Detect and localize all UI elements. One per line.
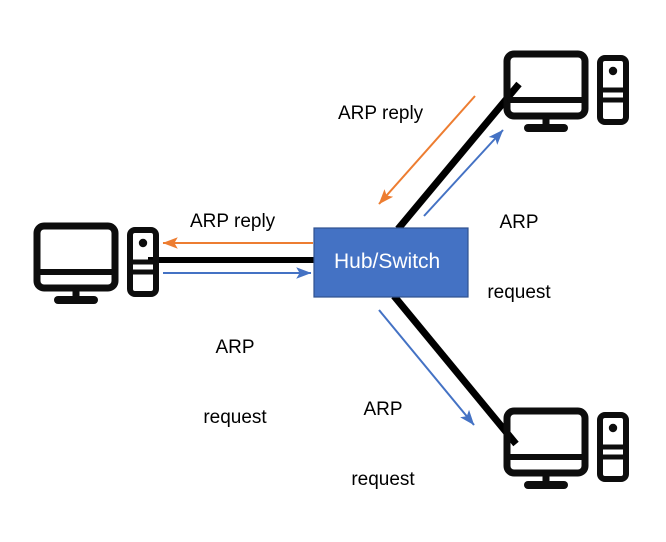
bottom-right-arp-request-arrow [378, 309, 475, 426]
bottom-arp-request-label-line2: request [351, 468, 415, 490]
left-computer[interactable] [33, 222, 159, 304]
left-arp-request-label: ARP request [194, 290, 276, 475]
bottom-right-cable [391, 293, 519, 447]
left-arp-reply-label: ARP reply [190, 211, 276, 232]
top-right-arp-request-label: ARP request [478, 165, 560, 350]
flow-arrow-group [162, 95, 504, 426]
monitor-icon [33, 222, 119, 304]
top-right-arp-reply-arrow [378, 95, 476, 205]
hub-switch-label: Hub/Switch [334, 250, 441, 273]
cable-group [148, 81, 522, 447]
bottom-right-computer[interactable] [503, 407, 629, 489]
top-arp-reply-label: ARP reply [338, 103, 424, 124]
monitor-icon [503, 50, 589, 132]
top-right-arp-request-label-line1: ARP [499, 212, 539, 234]
top-right-cable [395, 81, 522, 232]
left-arp-request-label-line2: request [203, 406, 267, 428]
left-arp-request-label-line1: ARP [215, 337, 255, 359]
tower-icon [597, 55, 629, 125]
monitor-icon [503, 407, 589, 489]
bottom-arp-request-label-line1: ARP [363, 399, 403, 421]
hub-switch-box[interactable] [313, 227, 469, 298]
top-right-arp-request-label-line2: request [487, 281, 551, 303]
bottom-arp-request-label: ARP request [342, 352, 424, 537]
tower-icon [597, 412, 629, 482]
top-right-arp-request-arrow [423, 129, 504, 217]
tower-icon [127, 227, 159, 297]
top-right-computer[interactable] [503, 50, 629, 132]
